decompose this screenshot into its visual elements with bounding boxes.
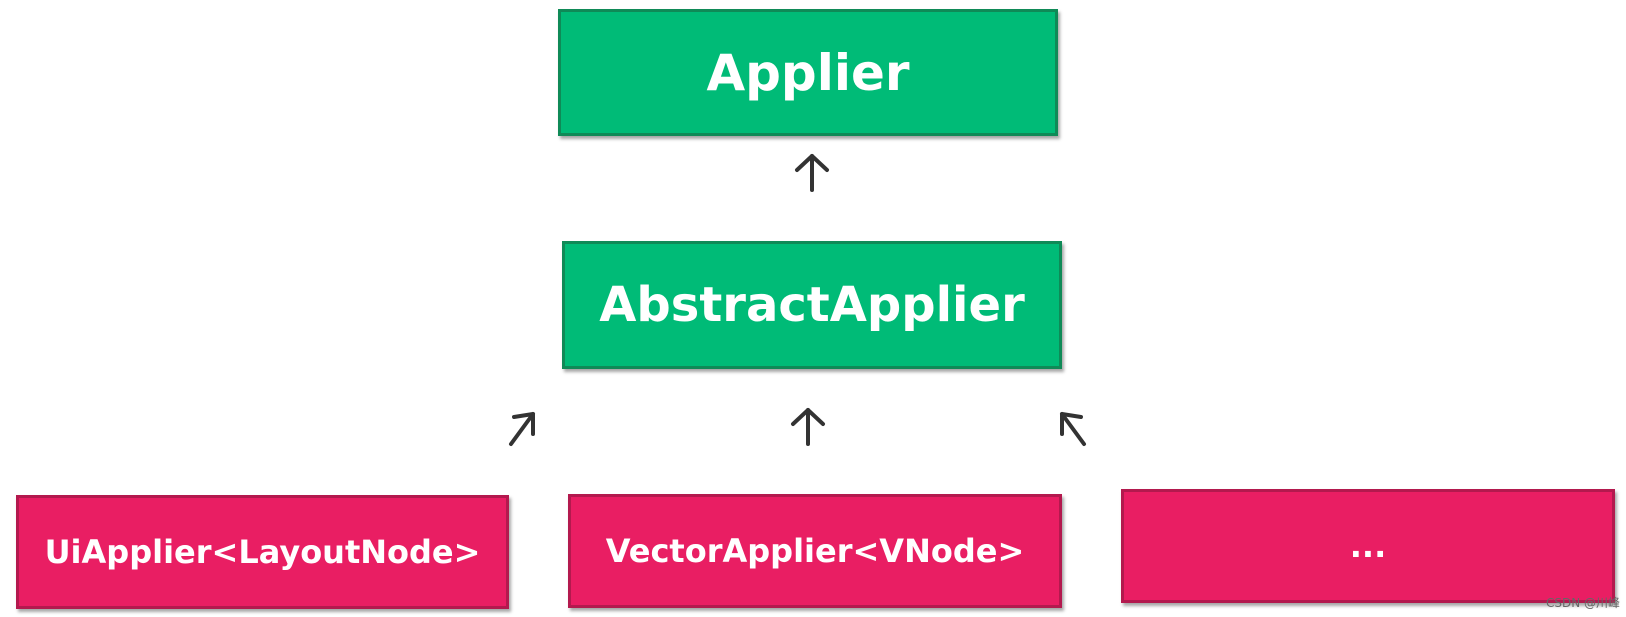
ui-applier-label: UiApplier<LayoutNode> [44, 533, 481, 571]
ui-applier-node: UiApplier<LayoutNode> [16, 495, 509, 609]
vector-applier-label: VectorApplier<VNode> [605, 532, 1025, 570]
vector-applier-node: VectorApplier<VNode> [568, 494, 1062, 608]
arrow-vector-to-abstract [791, 408, 825, 446]
more-appliers-node: ... [1121, 489, 1615, 603]
abstract-applier-node: AbstractApplier [562, 241, 1062, 369]
arrow-more-to-abstract [1060, 412, 1086, 446]
abstract-applier-label: AbstractApplier [599, 277, 1025, 333]
applier-label: Applier [706, 43, 910, 102]
watermark: CSDN @川峰 [1545, 596, 1620, 610]
more-appliers-label: ... [1349, 527, 1387, 565]
applier-node: Applier [558, 9, 1058, 136]
arrow-ui-to-abstract [509, 412, 535, 446]
arrow-abstract-to-applier [795, 154, 829, 192]
